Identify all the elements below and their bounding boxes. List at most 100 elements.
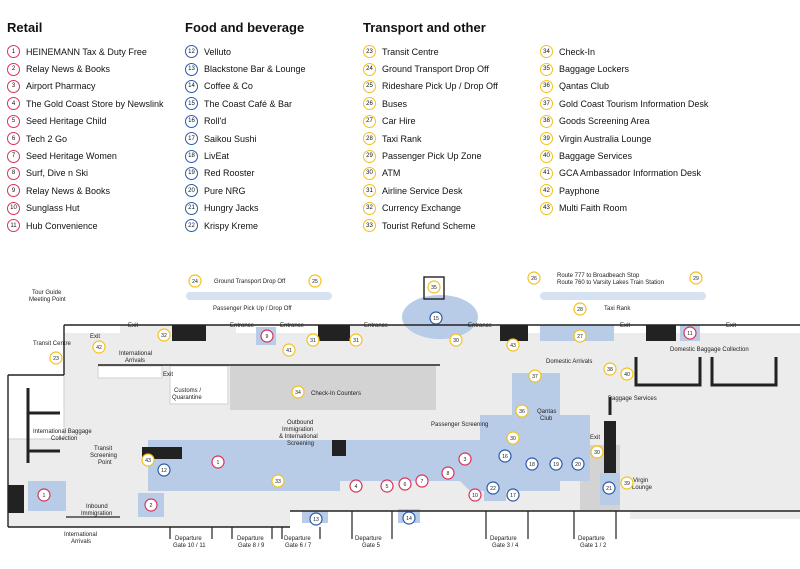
map-marker-33[interactable]: 33 — [271, 474, 285, 488]
map-marker-31[interactable]: 31 — [306, 333, 320, 347]
accessible-toilet — [332, 440, 346, 456]
label-gate-8-9: Gate 8 / 9 — [238, 543, 265, 549]
svg-text:31: 31 — [310, 338, 316, 344]
label-outbound-1: Outbound — [287, 420, 313, 426]
map-marker-1[interactable]: 1 — [37, 488, 51, 502]
legend-label: HEINEMANN Tax & Duty Free — [26, 46, 147, 57]
legend-label: Gold Coast Tourism Information Desk — [559, 98, 709, 109]
svg-text:2: 2 — [150, 503, 153, 509]
label-intl-arrivals-1: International — [119, 351, 152, 357]
map-marker-25[interactable]: 25 — [308, 274, 322, 288]
svg-text:29: 29 — [693, 276, 699, 282]
food-court-zone — [496, 415, 590, 481]
svg-text:31: 31 — [353, 338, 359, 344]
legend-label: Airport Pharmacy — [26, 81, 96, 92]
map-marker-10[interactable]: 10 — [468, 488, 482, 502]
legend-food-title: Food and beverage — [185, 20, 305, 35]
svg-text:13: 13 — [313, 517, 319, 523]
svg-text:43: 43 — [145, 458, 151, 464]
map-marker-19[interactable]: 19 — [549, 457, 563, 471]
label-qantas: Qantas — [537, 409, 556, 415]
label-gate-3-4: Gate 3 / 4 — [492, 543, 519, 549]
map-marker-24[interactable]: 24 — [188, 274, 202, 288]
map-marker-6[interactable]: 6 — [398, 477, 412, 491]
svg-text:30: 30 — [453, 338, 459, 344]
map-marker-16[interactable]: 16 — [498, 449, 512, 463]
map-marker-34[interactable]: 34 — [291, 385, 305, 399]
legend-label: Rideshare Pick Up / Drop Off — [382, 81, 498, 92]
map-marker-35[interactable]: 35 — [427, 280, 441, 294]
legend-number-badge: 19 — [185, 166, 198, 180]
map-marker-43[interactable]: 43 — [141, 453, 155, 467]
legend-number-badge: 7 — [7, 149, 20, 163]
label-entrance-4: Entrance — [468, 323, 493, 329]
map-marker-5[interactable]: 5 — [380, 479, 394, 493]
label-gate-5: Gate 5 — [362, 543, 381, 549]
map-marker-37[interactable]: 37 — [528, 369, 542, 383]
map-marker-15[interactable]: 15 — [429, 311, 443, 325]
map-marker-18[interactable]: 18 — [525, 457, 539, 471]
legend-number-badge: 4 — [7, 97, 20, 111]
map-marker-30[interactable]: 30 — [506, 431, 520, 445]
map-marker-30[interactable]: 30 — [449, 333, 463, 347]
legend-label: Velluto — [204, 46, 232, 57]
label-inbound-2: Immigration — [81, 511, 112, 517]
svg-text:14: 14 — [406, 516, 412, 522]
legend-label: Saikou Sushi — [204, 133, 257, 144]
map-marker-22[interactable]: 22 — [486, 481, 500, 495]
map-marker-41[interactable]: 41 — [282, 343, 296, 357]
svg-text:10: 10 — [472, 493, 478, 499]
map-marker-12[interactable]: 12 — [157, 463, 171, 477]
map-marker-29[interactable]: 29 — [689, 271, 703, 285]
map-marker-3[interactable]: 3 — [458, 452, 472, 466]
label-intl-arrivals-4: Arrivals — [71, 539, 91, 545]
map-marker-8[interactable]: 8 — [441, 466, 455, 480]
map-marker-31[interactable]: 31 — [349, 333, 363, 347]
map-marker-2[interactable]: 2 — [144, 498, 158, 512]
map-marker-4[interactable]: 4 — [349, 479, 363, 493]
map-marker-40[interactable]: 40 — [620, 367, 634, 381]
label-gate-6-7: Gate 6 / 7 — [285, 543, 312, 549]
legend-number-badge: 14 — [185, 79, 198, 93]
map-marker-30[interactable]: 30 — [590, 445, 604, 459]
svg-text:7: 7 — [421, 479, 424, 485]
legend-label: Multi Faith Room — [559, 203, 628, 214]
map-marker-11[interactable]: 11 — [683, 326, 697, 340]
map-marker-17[interactable]: 17 — [506, 488, 520, 502]
label-meeting-point: Meeting Point — [29, 297, 66, 303]
legend-label: Red Rooster — [204, 168, 255, 179]
map-marker-27[interactable]: 27 — [573, 329, 587, 343]
map-marker-42[interactable]: 42 — [92, 340, 106, 354]
map-marker-43[interactable]: 43 — [506, 338, 520, 352]
map-marker-9[interactable]: 9 — [260, 329, 274, 343]
map-marker-13[interactable]: 13 — [309, 512, 323, 526]
map-marker-7[interactable]: 7 — [415, 474, 429, 488]
map-marker-36[interactable]: 36 — [515, 404, 529, 418]
legend-label: Relay News & Books — [26, 64, 111, 75]
map-marker-23[interactable]: 23 — [49, 351, 63, 365]
map-marker-1[interactable]: 1 — [211, 455, 225, 469]
map-marker-14[interactable]: 14 — [402, 511, 416, 525]
legend-number-badge: 28 — [363, 132, 376, 146]
map-marker-20[interactable]: 20 — [571, 457, 585, 471]
map-marker-21[interactable]: 21 — [602, 481, 616, 495]
map-marker-32[interactable]: 32 — [157, 328, 171, 342]
map-marker-28[interactable]: 28 — [573, 302, 587, 316]
label-departure-5: Departure — [355, 536, 382, 542]
legend-label: Airline Service Desk — [382, 185, 463, 196]
svg-text:34: 34 — [295, 390, 301, 396]
map-marker-38[interactable]: 38 — [603, 362, 617, 376]
legend-label: Pure NRG — [204, 185, 246, 196]
map-marker-26[interactable]: 26 — [527, 271, 541, 285]
map-marker-39[interactable]: 39 — [620, 476, 634, 490]
svg-text:35: 35 — [431, 285, 437, 291]
